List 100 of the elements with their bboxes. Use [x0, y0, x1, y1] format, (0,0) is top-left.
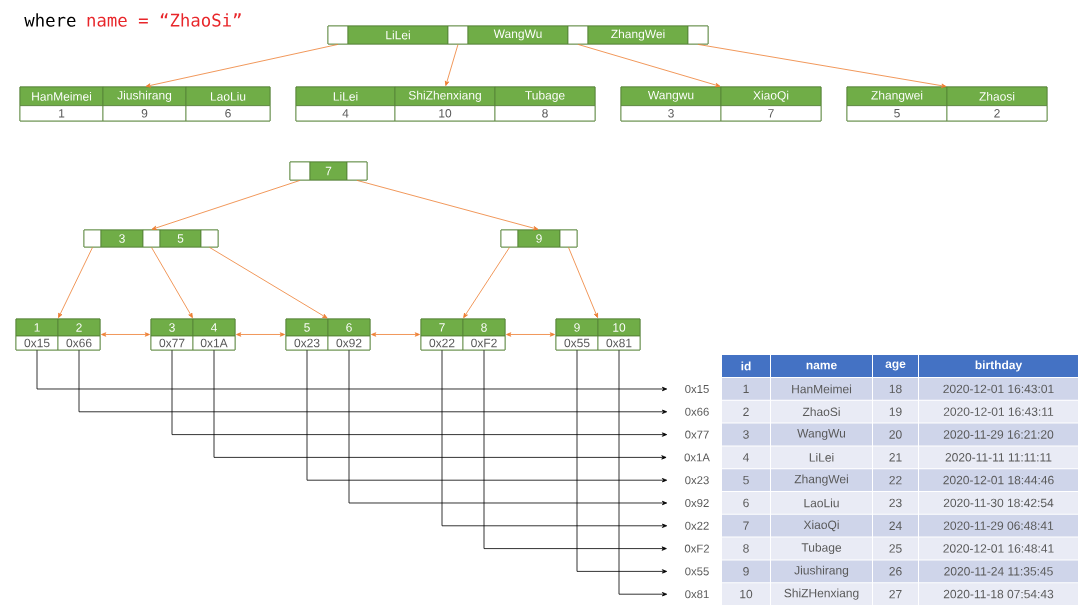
address-label: 0x81: [685, 590, 709, 599]
value-cell: 9: [102, 105, 187, 122]
table-cell: 25: [873, 537, 918, 560]
value-cell: 4: [295, 105, 396, 122]
value-cell: 1: [19, 105, 104, 122]
key-cell: 2: [57, 318, 101, 337]
table-cell: 24: [873, 514, 918, 537]
arrow: [618, 349, 668, 597]
key-cell: Zhangwei: [846, 86, 948, 107]
table-cell: 3: [722, 423, 770, 446]
table-cell: 6: [722, 492, 770, 514]
key-cell: 4: [192, 318, 236, 337]
arrow: [568, 247, 598, 318]
address-label: 0x77: [685, 430, 709, 439]
value-cell: 3: [620, 105, 722, 122]
key-cell: HanMeimei: [19, 86, 104, 107]
pointer-cell: [567, 25, 589, 45]
key-cell: 7: [420, 318, 464, 337]
table-cell: 27: [873, 583, 918, 605]
key-cell: 3: [100, 229, 144, 248]
table-cell: 19: [873, 400, 918, 423]
table-cell: 10: [722, 583, 770, 605]
key-cell: 7: [309, 161, 348, 181]
address-label: 0xF2: [684, 544, 710, 553]
value-cell: 0x66: [57, 335, 101, 351]
pointer-cell: [289, 161, 311, 181]
pointer-cell: [327, 25, 349, 45]
key-cell: 8: [462, 318, 506, 337]
code-text: name = “ZhaoSi”: [87, 13, 241, 27]
arrow: [483, 349, 667, 551]
pointer-cell: [447, 25, 469, 45]
value-cell: 8: [494, 105, 596, 122]
arrow: [36, 349, 668, 392]
key-cell: 9: [555, 318, 599, 337]
key-cell: ShiZhenxiang: [394, 86, 496, 107]
arrow: [78, 349, 668, 414]
address-label: 0x66: [685, 407, 709, 416]
key-cell: ZhangWei: [587, 25, 689, 45]
value-cell: 7: [720, 105, 822, 122]
key-cell: 9: [517, 229, 561, 248]
table-cell: 20: [873, 423, 918, 446]
arrow: [236, 332, 285, 337]
key-cell: 10: [597, 318, 641, 337]
arrow: [444, 44, 459, 86]
key-cell: 3: [150, 318, 194, 337]
arrow: [209, 247, 328, 319]
arrow: [463, 247, 510, 319]
arrow: [151, 180, 301, 230]
key-cell: 5: [159, 229, 202, 248]
value-cell: 0xF2: [462, 335, 506, 351]
arrow: [371, 332, 420, 337]
address-label: 0x55: [685, 567, 709, 576]
address-label: 0x23: [685, 476, 709, 485]
arrow: [506, 332, 555, 337]
value-cell: 0x81: [597, 335, 641, 351]
arrow: [576, 349, 668, 574]
value-cell: 0x23: [285, 335, 329, 351]
table-cell: 9: [722, 560, 770, 583]
value-cell: 0x15: [15, 335, 59, 351]
arrow: [348, 349, 668, 506]
pointer-cell: [687, 25, 709, 45]
arrow: [101, 332, 150, 337]
pointer-cell: [559, 229, 578, 248]
key-cell: LiLei: [295, 86, 396, 107]
pointer-cell: [200, 229, 219, 248]
address-label: 0x22: [685, 521, 709, 530]
value-cell: 5: [846, 105, 948, 122]
key-cell: Jiushirang: [102, 86, 187, 107]
arrow: [697, 44, 947, 88]
key-cell: 5: [285, 318, 329, 337]
header-cell: age: [873, 355, 918, 377]
key-cell: LaoLiu: [185, 86, 271, 107]
value-cell: 6: [185, 105, 271, 122]
key-cell: Wangwu: [620, 86, 722, 107]
table-cell: 1: [722, 378, 770, 400]
table-cell: 4: [722, 446, 770, 469]
value-cell: 2: [946, 105, 1048, 122]
arrow: [577, 44, 721, 88]
table-cell: 18: [873, 378, 918, 400]
address-label: 0x15: [685, 385, 709, 393]
key-cell: LiLei: [347, 25, 449, 45]
table-cell: 26: [873, 560, 918, 583]
arrow: [145, 44, 339, 88]
value-cell: 0x77: [150, 335, 194, 351]
arrow: [58, 247, 93, 319]
address-label: 0x92: [685, 499, 709, 507]
table-cell: 21: [873, 446, 918, 469]
arrow: [306, 349, 668, 483]
key-cell: 1: [15, 318, 59, 337]
arrow: [151, 247, 193, 319]
key-cell: 6: [327, 318, 371, 337]
code-text: where: [24, 13, 76, 27]
table-cell: 22: [873, 469, 918, 491]
table-cell: 23: [873, 492, 918, 514]
table-cell: 8: [722, 537, 770, 560]
key-cell: XiaoQi: [720, 86, 822, 107]
value-cell: 0x22: [420, 335, 464, 351]
table-cell: 7: [722, 514, 770, 537]
arrow: [356, 180, 539, 231]
table-cell: 5: [722, 469, 770, 491]
